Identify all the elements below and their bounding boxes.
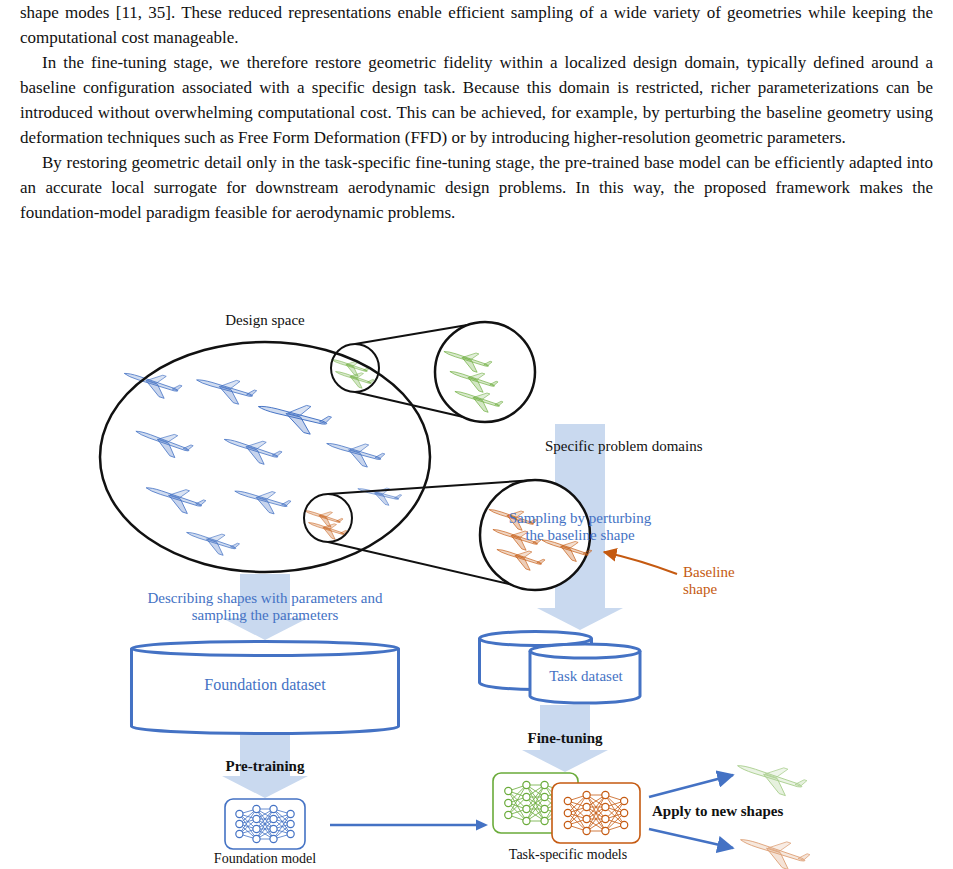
network-link — [526, 785, 544, 821]
network-unit — [270, 805, 277, 812]
network-unit — [602, 815, 609, 822]
network-unit — [602, 803, 609, 810]
network-unit — [541, 781, 548, 788]
body-text: shape modes [11, 35]. These reduced repr… — [20, 0, 933, 225]
network-unit — [253, 835, 260, 842]
network-unit — [287, 820, 294, 827]
network-unit — [523, 793, 530, 800]
node-label: Foundation model — [214, 851, 316, 867]
network-unit — [270, 825, 277, 832]
selection-circle — [304, 494, 352, 542]
new-shape — [736, 828, 811, 869]
network-link — [256, 809, 273, 839]
problem-domain-group: Specific problem domains — [430, 322, 750, 424]
node-label: Specific problem domains — [545, 438, 702, 455]
network-unit — [505, 799, 512, 806]
network-link — [526, 785, 544, 821]
network-link — [587, 795, 606, 831]
network-unit — [583, 827, 590, 834]
cylinder-body — [530, 644, 640, 703]
network-unit — [523, 781, 530, 788]
network-unit — [505, 811, 512, 818]
cylinder-rim — [132, 649, 399, 656]
arrowhead — [522, 750, 608, 772]
apply-arrow — [649, 775, 733, 797]
apply-arrow — [649, 829, 733, 848]
network-unit — [236, 810, 243, 817]
network-unit — [583, 803, 590, 810]
network-frame — [225, 799, 305, 849]
arrowhead — [222, 776, 308, 798]
network-unit — [236, 830, 243, 837]
node-label: Design space — [225, 312, 305, 329]
network-unit — [583, 791, 590, 798]
callout-label: Baseline shape — [683, 564, 745, 598]
network-unit — [621, 821, 628, 828]
paragraph: shape modes [11, 35]. These reduced repr… — [20, 0, 933, 50]
network-unit — [541, 805, 548, 812]
network-unit — [541, 817, 548, 824]
leader-arrow — [604, 552, 677, 574]
network-unit — [621, 809, 628, 816]
network-unit — [621, 797, 628, 804]
edge-label: Pre-training — [205, 758, 325, 775]
arrowhead — [476, 820, 488, 831]
network-unit — [583, 815, 590, 822]
annotation: Apply to new shapes — [652, 803, 783, 820]
paragraph: In the fine-tuning stage, we therefore r… — [20, 50, 933, 150]
cylinder-rim — [530, 651, 640, 658]
network-unit — [523, 805, 530, 812]
paragraph: By restoring geometric detail only in th… — [20, 150, 933, 225]
network-link — [256, 809, 273, 839]
network-unit — [270, 815, 277, 822]
node-outline — [98, 312, 432, 574]
network-unit — [236, 820, 243, 827]
network-unit — [564, 821, 571, 828]
cylinder-body — [132, 642, 399, 734]
arrow-line — [330, 824, 478, 827]
node-label: Foundation dataset — [204, 676, 325, 694]
model-icon: Foundation model — [200, 798, 330, 868]
network-unit — [253, 805, 260, 812]
network-unit — [523, 817, 530, 824]
network-unit — [541, 793, 548, 800]
network-unit — [287, 830, 294, 837]
zoom-circle — [435, 322, 535, 422]
ellipse-outline — [100, 342, 430, 572]
network-link — [587, 795, 606, 831]
network-unit — [253, 825, 260, 832]
network-frame — [493, 773, 578, 833]
network-unit — [505, 787, 512, 794]
arrowhead — [537, 608, 623, 630]
flow-arrow — [330, 820, 488, 831]
network-unit — [270, 835, 277, 842]
green-shapes — [441, 343, 504, 415]
orange-cluster — [302, 504, 348, 542]
edge-label: Sampling by perturbing the baseline shap… — [503, 510, 658, 544]
model-icons: Task-specific models — [488, 772, 648, 868]
design-space-ellipse: Design space — [98, 312, 432, 574]
edge-label: Fine-tuning — [505, 730, 625, 747]
network-unit — [564, 809, 571, 816]
network-unit — [602, 827, 609, 834]
node-label: Task dataset — [549, 668, 623, 685]
network-unit — [287, 810, 294, 817]
network-unit — [253, 815, 260, 822]
node-label: Task-specific models — [509, 847, 627, 863]
dataset-cylinder: Foundation dataset — [130, 640, 400, 735]
new-shape — [733, 754, 808, 800]
network-frame — [552, 783, 640, 843]
edge-label: Describing shapes with parameters and sa… — [145, 590, 385, 624]
dataset-cylinder: Task dataset — [478, 630, 642, 705]
node-outline — [478, 630, 642, 705]
network-unit — [602, 791, 609, 798]
network-unit — [564, 797, 571, 804]
